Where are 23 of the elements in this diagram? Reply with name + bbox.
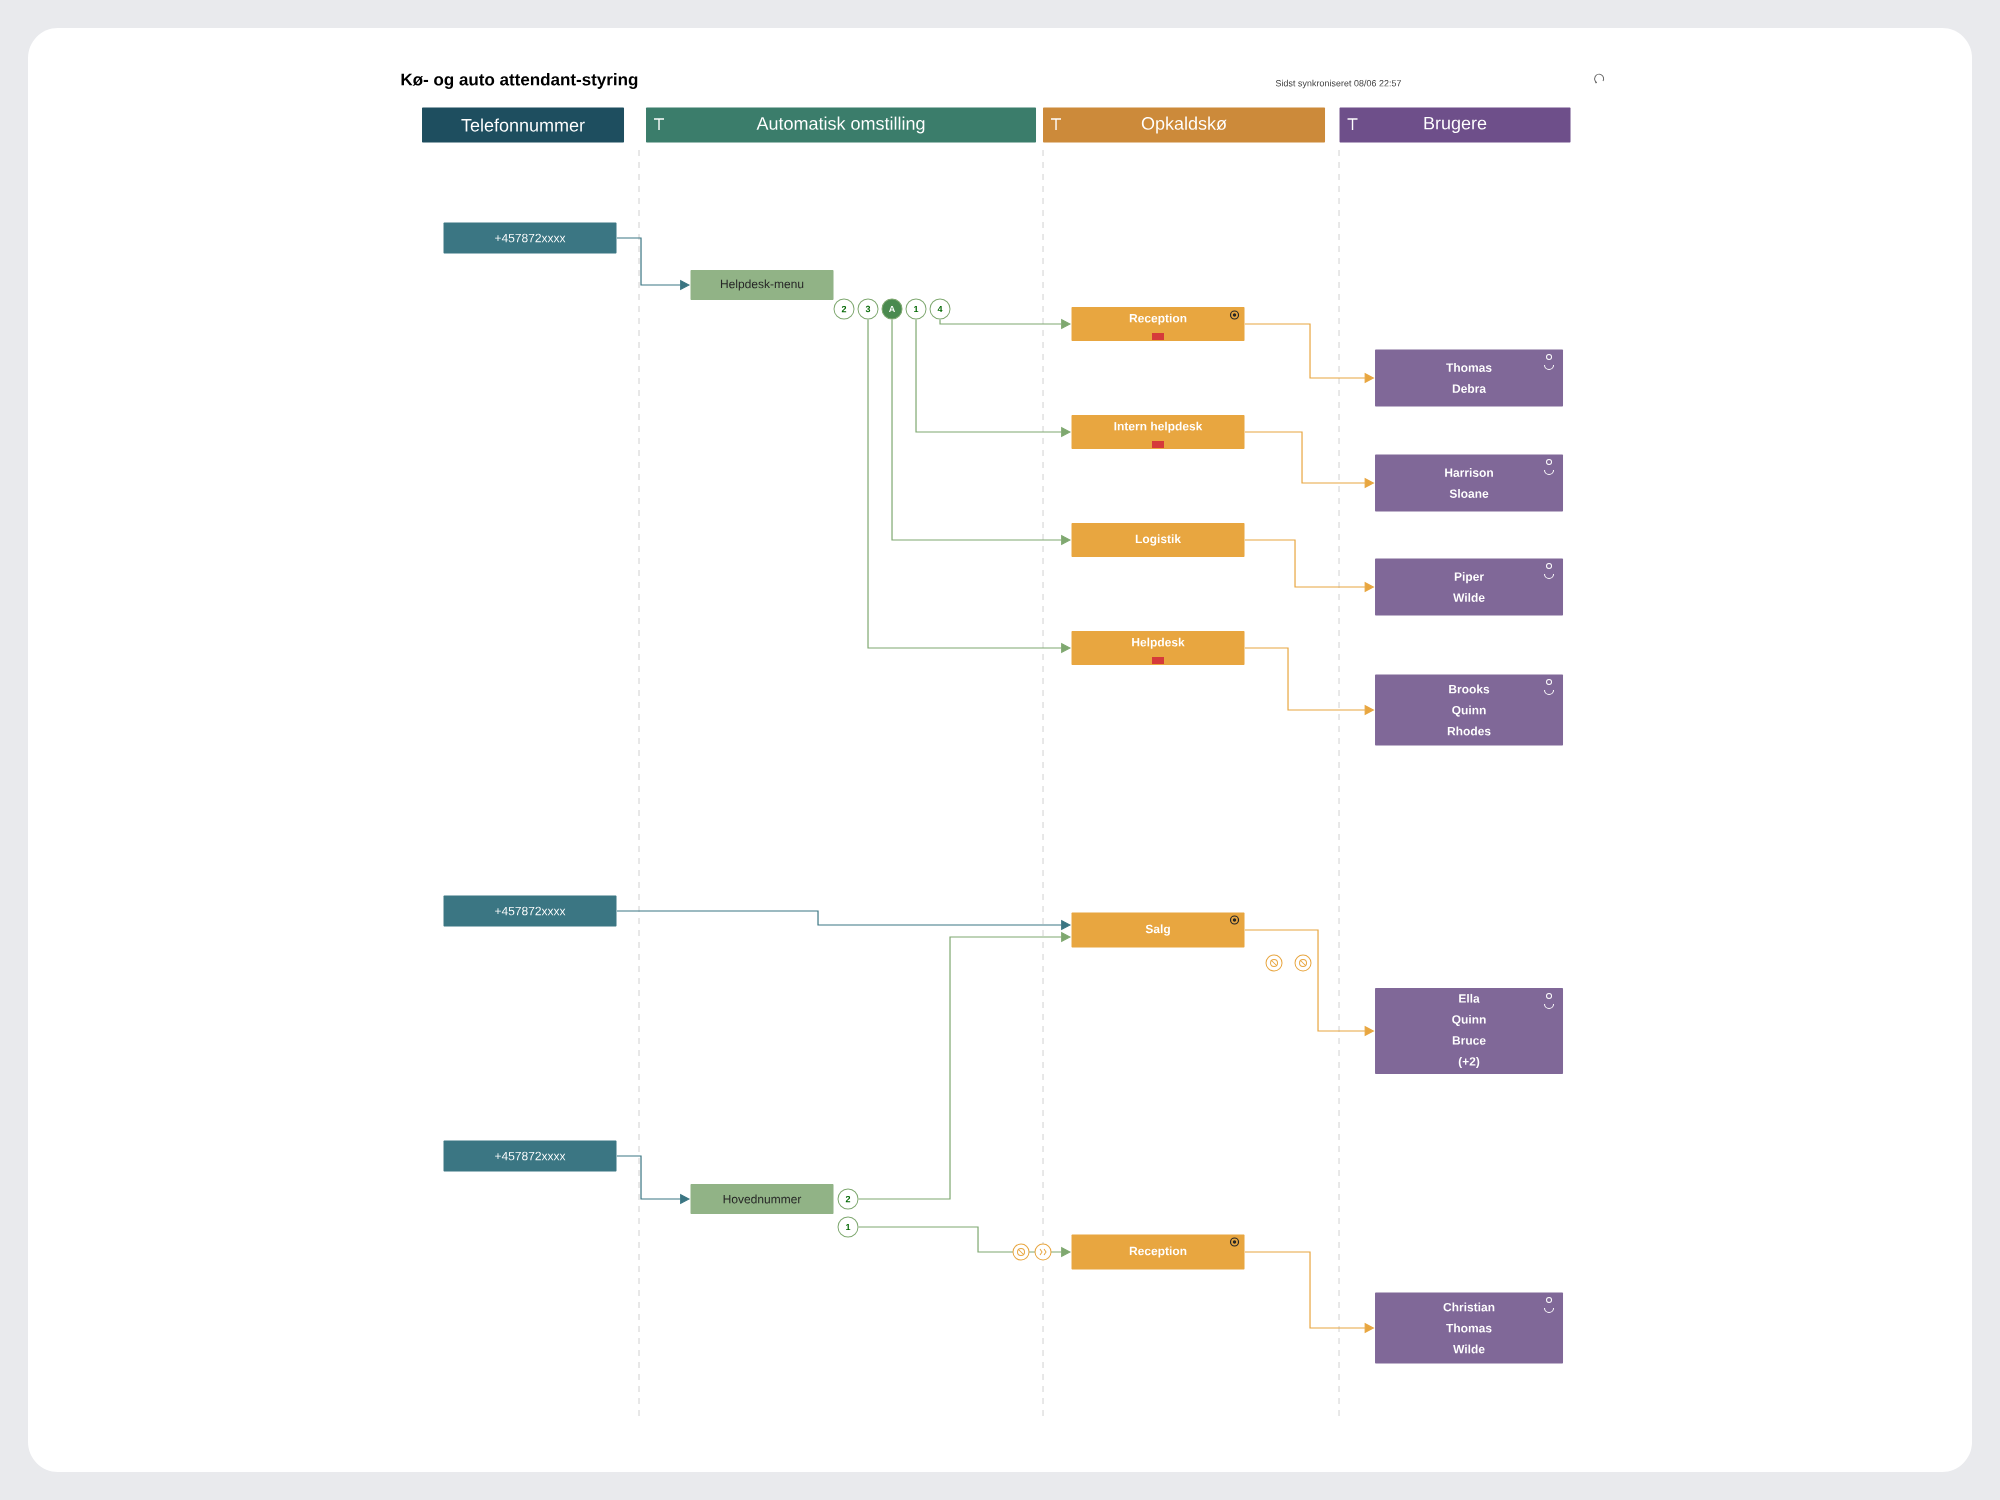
menu-box: Hovednummer (690, 1184, 834, 1214)
phone-number-box: +457872xxxx (443, 1140, 617, 1172)
user-box: Brooks Quinn Rhodes (1375, 674, 1563, 746)
sync-status: Sidst synkroniseret 08/06 22:57 (1275, 79, 1401, 89)
column-header: Brugere (1339, 107, 1571, 143)
queue-box: Reception (1071, 307, 1245, 341)
queue-box: Helpdesk (1071, 631, 1245, 665)
user-box: Christian Thomas Wilde (1375, 1292, 1563, 1364)
user-box: Piper Wilde (1375, 558, 1563, 616)
queue-box: Salg (1071, 912, 1245, 948)
user-box: Ella Quinn Bruce (+2) (1375, 988, 1563, 1074)
queue-box: Intern helpdesk (1071, 415, 1245, 449)
column-header: Opkaldskø (1043, 107, 1325, 143)
queue-box: Reception (1071, 1234, 1245, 1270)
phone-number-box: +457872xxxx (443, 222, 617, 254)
column-header: Telefonnummer (422, 107, 624, 143)
user-box: Harrison Sloane (1375, 454, 1563, 512)
column-header: Automatisk omstilling (646, 107, 1036, 143)
phone-number-box: +457872xxxx (443, 895, 617, 927)
title: Kø- og auto attendant-styring (401, 73, 638, 89)
queue-box: Logistik (1071, 523, 1245, 557)
menu-box: Helpdesk-menu (690, 270, 834, 300)
user-box: Thomas Debra (1375, 349, 1563, 407)
